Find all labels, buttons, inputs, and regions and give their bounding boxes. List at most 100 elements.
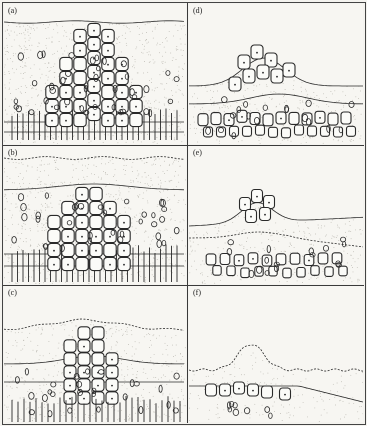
stipple-dot [138, 175, 139, 176]
stipple-dot [37, 114, 38, 115]
stipple-dot [304, 236, 305, 237]
stipple-dot [35, 189, 36, 190]
stipple-dot [245, 90, 246, 91]
stipple-dot [178, 182, 179, 183]
stipple-dot [62, 372, 63, 373]
small-body-outline [25, 369, 28, 376]
stipple-dot [169, 380, 170, 381]
stipple-dot [260, 371, 261, 372]
stipple-dot [159, 335, 160, 336]
stipple-dot [153, 396, 154, 397]
stipple-dot [125, 380, 126, 381]
stipple-dot [153, 130, 154, 131]
stipple-dot [117, 39, 118, 40]
stipple-dot [122, 35, 123, 36]
stipple-dot [284, 251, 285, 252]
stipple-dot [166, 384, 167, 385]
stipple-dot [147, 43, 148, 44]
stipple-dot [180, 123, 181, 124]
cell-outline [213, 266, 221, 276]
stipple-dot [28, 204, 29, 205]
stipple-dot [153, 223, 154, 224]
cell-outline [74, 57, 86, 70]
stipple-dot [309, 279, 310, 280]
small-body-outline [144, 109, 149, 115]
stipple-dot [106, 338, 107, 339]
stipple-dot [132, 66, 133, 67]
stipple-dot [300, 100, 301, 101]
stipple-dot [136, 374, 137, 375]
stipple-dot [176, 109, 177, 110]
stipple-dot [19, 163, 20, 164]
stipple-dot [361, 114, 362, 115]
stipple-dot [87, 125, 88, 126]
stipple-dot [51, 135, 52, 136]
stipple-dot [147, 134, 148, 135]
stipple-dot [61, 325, 62, 326]
stipple-dot [159, 158, 160, 159]
stipple-dot [59, 281, 60, 282]
stipple-dot [18, 88, 19, 89]
stipple-dot [360, 135, 361, 136]
stipple-dot [32, 417, 33, 418]
stipple-dot [25, 85, 26, 86]
stipple-dot [31, 88, 32, 89]
stipple-dot [146, 264, 147, 265]
stipple-dot [337, 225, 338, 226]
stipple-dot [318, 228, 319, 229]
stipple-dot [125, 38, 126, 39]
stipple-dot [290, 243, 291, 244]
stipple-dot [29, 209, 30, 210]
stipple-dot [220, 84, 221, 85]
stipple-dot [134, 216, 135, 217]
stipple-dot [217, 233, 218, 234]
stipple-dot [202, 129, 203, 130]
stipple-dot [171, 371, 172, 372]
stipple-dot [335, 405, 336, 406]
stipple-dot [50, 390, 51, 391]
stipple-dot [213, 91, 214, 92]
stipple-dot [181, 391, 182, 392]
stipple-dot [44, 183, 45, 184]
cell-nucleus [67, 264, 69, 266]
stipple-dot [146, 190, 147, 191]
cell-nucleus [107, 120, 109, 122]
stipple-dot [45, 210, 46, 211]
stipple-dot [210, 90, 211, 91]
stipple-dot [149, 80, 150, 81]
stipple-dot [18, 224, 19, 225]
stipple-dot [31, 75, 32, 76]
stipple-dot [274, 91, 275, 92]
stipple-dot [37, 179, 38, 180]
stipple-dot [332, 219, 333, 220]
stipple-dot [313, 397, 314, 398]
stipple-dot [73, 135, 74, 136]
stipple-dot [314, 262, 315, 263]
stipple-dot [303, 137, 304, 138]
stipple-dot [261, 138, 262, 139]
stipple-dot [155, 282, 156, 283]
stipple-dot [15, 359, 16, 360]
stipple-dot [23, 73, 24, 74]
stipple-dot [217, 104, 218, 105]
small-body-outline [22, 214, 27, 221]
stipple-dot [155, 164, 156, 165]
stipple-dot [132, 162, 133, 163]
stipple-dot [147, 103, 148, 104]
stipple-dot [36, 351, 37, 352]
cell-nucleus [264, 214, 266, 216]
stipple-dot [15, 107, 16, 108]
stipple-dot [60, 133, 61, 134]
stipple-dot [324, 409, 325, 410]
stipple-dot [303, 109, 304, 110]
stipple-dot [101, 158, 102, 159]
stipple-dot [37, 345, 38, 346]
stipple-dot [30, 50, 31, 51]
stipple-dot [149, 22, 150, 23]
stipple-dot [61, 415, 62, 416]
stipple-dot [42, 206, 43, 207]
stipple-dot [202, 283, 203, 284]
small-body-outline [97, 407, 101, 412]
stipple-dot [40, 135, 41, 136]
stipple-dot [217, 404, 218, 405]
